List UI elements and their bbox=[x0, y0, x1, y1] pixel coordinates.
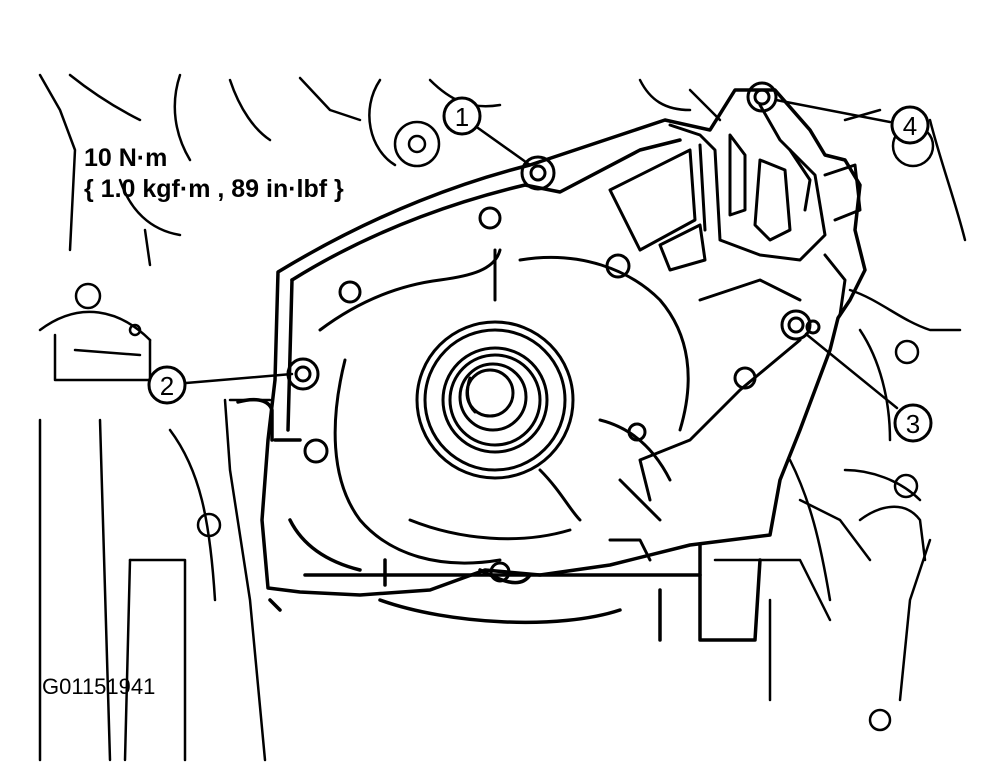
callout-1-label: 1 bbox=[455, 102, 469, 132]
callout-3: 3 bbox=[893, 403, 933, 443]
oil-pump-body bbox=[236, 88, 867, 642]
bolt-1 bbox=[520, 155, 556, 191]
callout-2-label: 2 bbox=[160, 371, 174, 401]
torque-spec-metric: 10 N·m bbox=[84, 144, 168, 172]
callout-4: 4 bbox=[890, 105, 930, 145]
pump-bracket bbox=[608, 103, 862, 317]
callout-3-label: 3 bbox=[906, 409, 920, 439]
torque-spec: 10 N·m { 1.0 kgf·m , 89 in·lbf } bbox=[84, 143, 344, 205]
pump-inner-detail bbox=[318, 248, 802, 565]
callout-1: 1 bbox=[442, 96, 482, 136]
background-bolt-holes bbox=[74, 120, 935, 732]
pump-bolt-holes bbox=[303, 206, 821, 583]
bolt-4 bbox=[746, 81, 778, 113]
callout-4-label: 4 bbox=[903, 111, 917, 141]
figure-id: G01151941 bbox=[42, 674, 156, 699]
crankshaft-seal bbox=[415, 320, 575, 480]
callout-2: 2 bbox=[147, 365, 187, 405]
leader-lines bbox=[184, 98, 899, 410]
bolt-3 bbox=[780, 309, 812, 341]
torque-spec-converted: { 1.0 kgf·m , 89 in·lbf } bbox=[84, 175, 344, 203]
